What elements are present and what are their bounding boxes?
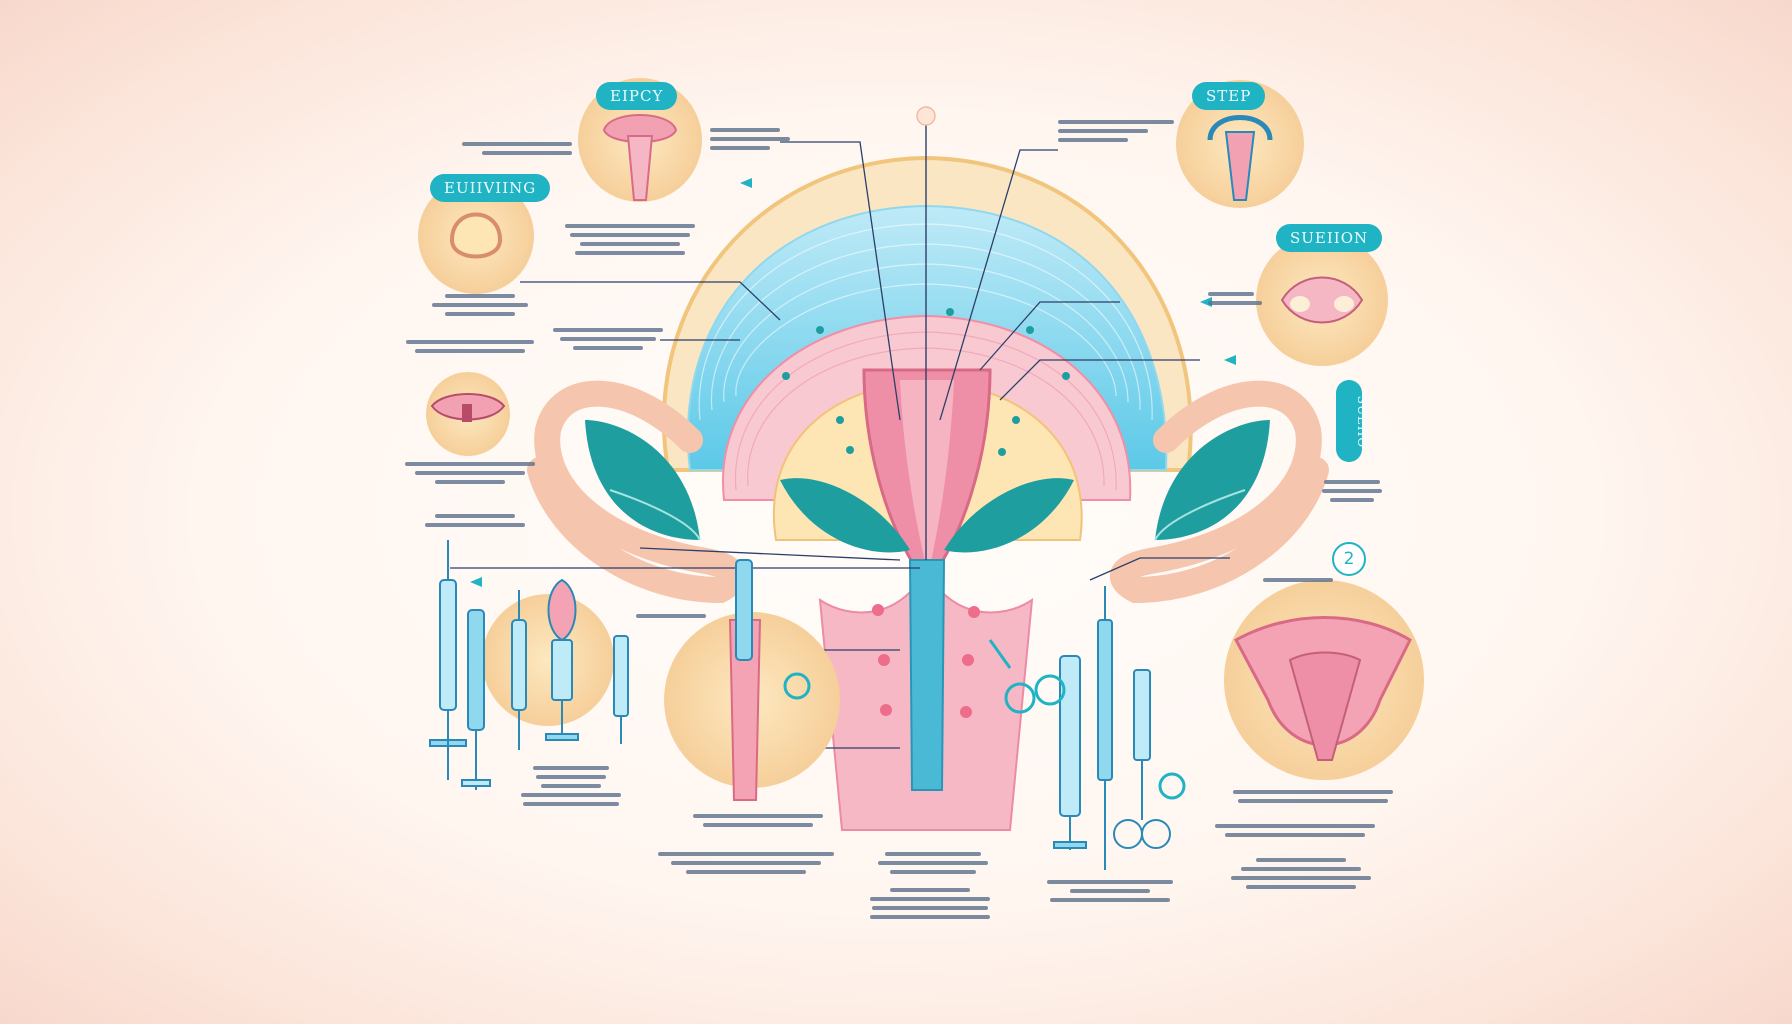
syringe-icon (1053, 655, 1087, 850)
step-label-vertical-text: SUEIIO (1355, 395, 1370, 449)
caption-block (1228, 790, 1398, 803)
caption-block (462, 142, 572, 155)
step-number-badge: 2 (1332, 542, 1366, 576)
teal-dots (782, 308, 1070, 456)
syringe-icon (545, 578, 579, 741)
caption-block (400, 462, 540, 484)
caption-block (410, 294, 550, 316)
syringe-icon (613, 635, 629, 744)
caption-block (688, 814, 828, 827)
syringe-icon (429, 540, 467, 780)
caption-block (1208, 292, 1268, 305)
syringe-icon (511, 590, 527, 750)
caption-block (1210, 824, 1380, 837)
caption-block (420, 514, 530, 527)
caption-block (506, 766, 636, 806)
step-thumb-left-lower (426, 372, 510, 456)
caption-block (710, 128, 790, 150)
caption-block (1312, 480, 1392, 502)
caption-block (626, 614, 716, 618)
caption-block (1226, 858, 1376, 889)
step-label-left: EUIIVIING (430, 174, 551, 202)
step-label-top-right: STEP (1192, 82, 1266, 110)
fallopian-tubes (527, 380, 1329, 604)
caption-block (1058, 120, 1178, 142)
step-thumb-center-left (664, 559, 840, 801)
pointer-lines (450, 141, 1230, 749)
caption-block (656, 852, 836, 874)
caption-block (1040, 880, 1180, 902)
step-label-right: SUEIION (1276, 224, 1383, 252)
step-label-top-left: EIPCY (596, 82, 678, 110)
caption-block (400, 340, 540, 353)
step-label-vertical: SUEIIO (1336, 380, 1369, 462)
caption-block (868, 852, 998, 874)
scalpel-icon (1097, 586, 1113, 870)
cervix-canal (818, 106, 1034, 831)
caption-block (548, 328, 668, 350)
step-thumb-top-right (1176, 80, 1304, 208)
caption-block (1218, 578, 1378, 582)
caption-block (560, 224, 700, 255)
step-thumb-lower-right (1224, 580, 1424, 780)
caption-block (860, 888, 1000, 919)
syringe-icon (461, 609, 491, 790)
step-thumb-left (418, 178, 534, 294)
center-leaves (780, 478, 1074, 553)
scissors-icon (988, 639, 1186, 849)
step-thumb-right (1256, 234, 1388, 366)
